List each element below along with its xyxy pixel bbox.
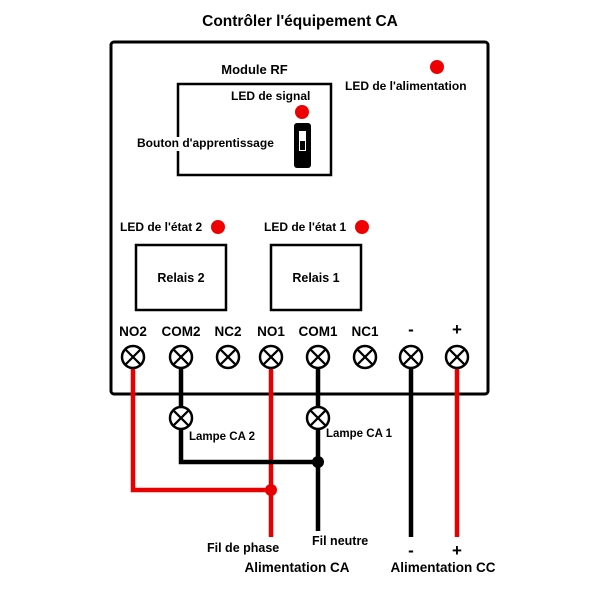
terminal-label-no1: NO1 [257,324,285,339]
relay2-label: Relais 2 [157,271,205,285]
wire-com2-to-junction [178,357,318,465]
terminal-label-nc1: NC1 [351,324,379,339]
learning-button-icon [294,123,311,168]
page-title: Contrôler l'équipement CA [202,13,398,30]
terminal-screw-com2 [168,344,194,370]
lamp-ca1-label: Lampe CA 1 [326,428,393,440]
terminal-label-minus: - [408,320,414,339]
phase-wire-label: Fil de phase [207,541,280,555]
terminal-screw-minus [398,344,424,370]
junction-phase [265,484,277,496]
lamp-ca1-icon [305,405,331,431]
terminal-screw-nc2 [215,344,241,370]
relay2-box [134,243,228,312]
status-led1-icon [355,220,369,234]
terminal-screw-no2 [120,344,146,370]
terminal-label-com1: COM1 [298,324,338,339]
lamp-ca2-icon [168,405,194,431]
terminal-label-no2: NO2 [119,324,147,339]
ac-supply-label: Alimentation CA [244,560,350,575]
signal-led-label: LED de signal [231,89,311,103]
terminal-label-plus: + [452,320,462,339]
status-led1-label: LED de l'état 1 [264,220,347,234]
signal-led-icon [295,105,309,119]
terminal-screw-no1 [258,344,284,370]
terminal-label-nc2: NC2 [214,324,242,339]
terminal-screw-nc1 [352,344,378,370]
terminal-label-com2: COM2 [161,324,201,339]
lamp-ca2-label: Lampe CA 2 [189,431,256,443]
terminal-screw-com1 [305,344,331,370]
status-led2-icon [211,220,225,234]
power-led-label: LED de l'alimentation [345,79,467,93]
power-led-icon [430,60,444,74]
relay1-label: Relais 1 [292,271,340,285]
module-rf-label: Module RF [221,62,288,77]
terminal-screw-plus [444,344,470,370]
learning-button-label: Bouton d'apprentissage [135,136,276,151]
wire-no2-to-junction [130,357,271,493]
status-led2-label: LED de l'état 2 [120,220,203,234]
relay1-box [269,243,363,312]
neutral-wire-label: Fil neutre [312,534,369,548]
dc-plus-label: + [452,541,462,560]
dc-supply-label: Alimentation CC [390,560,496,575]
dc-minus-label: - [408,541,414,560]
junction-neutral [312,456,324,468]
